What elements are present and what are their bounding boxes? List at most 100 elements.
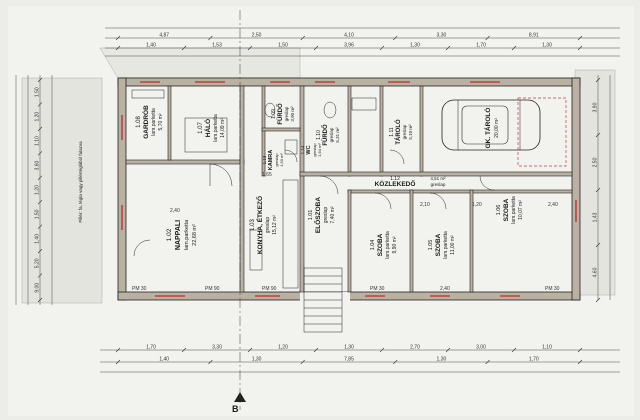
dimension-value: 1,53: [212, 43, 222, 49]
dimension-tick: [37, 273, 43, 278]
room-label-tarolo: 1.11 TÁROLÓ greslap 5,10 m²: [389, 119, 413, 145]
room-number: 1.11: [389, 127, 395, 137]
dimension-tick: [37, 126, 43, 132]
dimension-value: 9,00: [35, 283, 41, 293]
room-floor: lam.parketta: [184, 219, 190, 250]
room-area: 22,68 m²: [192, 224, 198, 246]
dimension-value: 1,20: [278, 345, 288, 351]
dimension-value: 2,40: [170, 208, 180, 214]
car-icon: [441, 99, 541, 151]
room-name: SZOBA: [435, 233, 442, 256]
dimension-tick: [115, 359, 121, 365]
dimension-tick: [577, 45, 583, 51]
room-label-wc: 1.14 WC greslap 1,64 m²: [300, 143, 322, 157]
pillar-note-text: Pillér: fa, tégla vagy pillértéglából fa…: [78, 141, 83, 223]
dimension-tick: [181, 45, 187, 51]
room-number: 1.03: [250, 219, 256, 231]
entrance-stairs: [303, 267, 343, 333]
room-area: 14,09 m²: [220, 118, 226, 138]
room-name: SZOBA: [503, 198, 510, 221]
dimension-tick: [577, 347, 583, 353]
room-floor: lam.parketta: [443, 231, 449, 259]
dimension-tick: [181, 347, 187, 353]
dimension-tick: [37, 175, 43, 180]
dimension-value: 2,50: [252, 33, 262, 39]
dimension-value: PM 30: [545, 286, 560, 292]
room-floor: lam.parketta: [213, 114, 219, 142]
room-label-gardrob: 1.08 GARDRÓB lam.parketta 5,70 m²: [136, 105, 164, 139]
dimension-value: 4,10: [344, 33, 354, 39]
dimension-value: 4,60: [593, 267, 599, 277]
dimension-value: 2,40: [440, 286, 450, 292]
room-label-szoba1: 1.04 SZOBA lam.parketta 9,90 m²: [370, 231, 398, 259]
dimension-value: 1,50: [35, 87, 41, 97]
room-area: 4,51 m²: [430, 176, 446, 181]
room-area: 11,00 m²: [450, 235, 456, 255]
room-floor: greslap: [323, 207, 329, 224]
dimension-value: 1,20: [35, 112, 41, 122]
dimension-value: 4,87: [159, 33, 169, 39]
dimension-value: 3,90: [593, 102, 599, 112]
dimension-tick: [577, 35, 583, 41]
room-number: 1.12: [390, 176, 400, 182]
dimension-tick: [392, 35, 398, 41]
room-label-eloszoba: 1.01 ELŐSZOBA greslap 7,40 m²: [308, 197, 336, 233]
section-mark-label: B: [232, 404, 239, 414]
room-name: NAPPALI: [175, 220, 182, 250]
room-floor: lam.parketta: [151, 108, 157, 136]
room-number: 1.05: [428, 240, 434, 251]
dimension-value: 2,10: [420, 202, 430, 208]
room-label-kozlekedo: KÖZLEKEDŐ 1.12 greslap 4,51 m²: [375, 176, 447, 188]
dimension-value: 3,60: [35, 160, 41, 170]
dimension-value: 3,96: [344, 43, 354, 49]
room-label-konyha: 1.03 KONYHA, ÉTKEZŐ greslap 15,12 m²: [250, 196, 278, 254]
room-floor: lam.parketta: [385, 231, 391, 259]
right-driveway-area: [574, 69, 616, 296]
dimension-value: 1,30: [410, 43, 420, 49]
dimension-value: 2,50: [593, 157, 599, 167]
room-name: KONYHA, ÉTKEZŐ: [255, 196, 264, 254]
room-label-szoba2: 1.05 SZOBA lam.parketta 11,00 m²: [428, 231, 456, 259]
dimension-value: 1,40: [159, 357, 169, 363]
dimension-value: 3,30: [437, 33, 447, 39]
dimension-tick: [485, 359, 490, 365]
room-label-gk-tarolo: GK. TÁROLÓ 20,00 m²: [483, 108, 500, 149]
room-area: 5,31 m²: [335, 127, 340, 143]
dimension-tick: [37, 200, 43, 205]
dimension-value: 1,30: [542, 43, 552, 49]
dimension-tick: [115, 347, 121, 353]
dimension-tick: [37, 151, 43, 156]
dimension-value: 7,85: [344, 357, 354, 363]
sheet-area: [8, 6, 634, 416]
room-name: KÖZLEKEDŐ: [375, 179, 416, 188]
dimension-value: 2,40: [548, 202, 558, 208]
dimension-tick: [313, 347, 319, 353]
room-number: 1.04: [370, 240, 376, 251]
room-area: 1,64 m²: [317, 143, 322, 157]
dimension-tick: [595, 187, 601, 193]
dimension-tick: [208, 359, 213, 365]
dimension-tick: [511, 347, 517, 353]
garage-zone-outline: [517, 97, 567, 167]
dimension-value: 1,30: [252, 357, 262, 363]
dimension-tick: [595, 297, 601, 303]
room-name: GARDRÓB: [141, 105, 150, 139]
dimension-tick: [115, 45, 121, 51]
dimension-value: PM 90: [205, 286, 220, 292]
dimension-tick: [445, 347, 451, 353]
room-name: FÜRDŐ: [277, 103, 284, 125]
room-label-kamra: 1.13 KAMRA greslap 1,50 m²: [262, 150, 284, 170]
room-area: 15,12 m²: [272, 215, 278, 235]
dimension-tick: [208, 35, 213, 41]
dimension-value: 1,65: [262, 172, 272, 178]
dimension-tick: [595, 242, 601, 248]
room-area: 20,00 m²: [494, 118, 500, 138]
dimension-tick: [485, 35, 490, 41]
dimension-tick: [37, 224, 43, 229]
room-name: ELŐSZOBA: [313, 197, 322, 233]
dimension-tick: [379, 347, 385, 353]
room-number: 1.01: [308, 210, 314, 221]
room-number: 1.08: [136, 116, 142, 128]
